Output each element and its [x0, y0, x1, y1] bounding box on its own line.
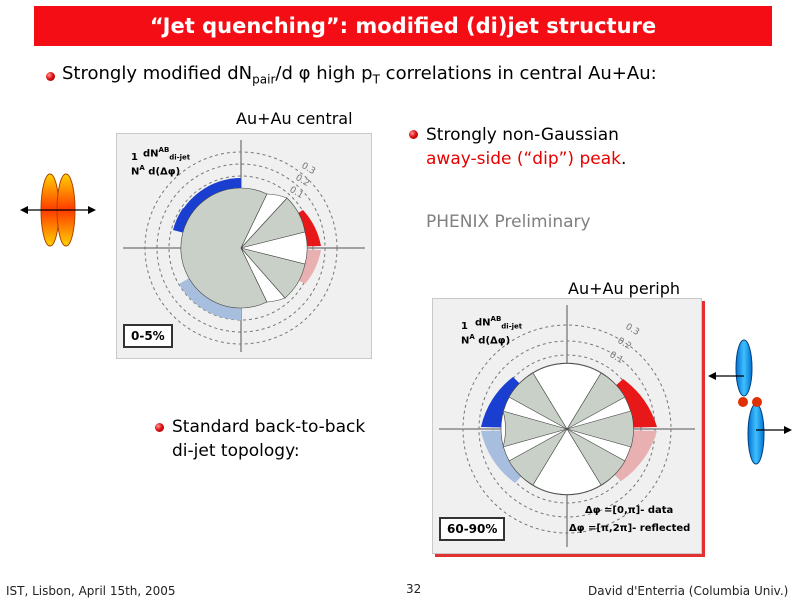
periph-y-dphi: d(Δφ)	[478, 335, 511, 347]
periph-legend-data: Δφ =[0,π]- data	[585, 505, 674, 516]
central-polar-plot	[123, 140, 365, 352]
slide-title: “Jet quenching”: modified (di)jet struct…	[34, 6, 772, 46]
standard-line-1: Standard back-to-back	[172, 417, 366, 437]
main-bullet-sub-pair: pair	[252, 72, 276, 87]
main-bullet-part-b: /d	[275, 63, 299, 84]
back-to-back-jet-icon	[708, 339, 792, 465]
page-number: 32	[406, 582, 422, 596]
central-y-label: 1 dNABdi-jet NA d(Δφ)	[131, 146, 190, 177]
phenix-preliminary: PHENIX Preliminary	[426, 212, 591, 232]
bullet-icon	[46, 72, 55, 81]
periph-label: Au+Au periph	[568, 279, 680, 298]
footer-author: David d'Enterria (Columbia Univ.)	[588, 584, 789, 598]
central-y-dn: dN	[143, 148, 159, 160]
periph-polar-plot	[439, 305, 695, 547]
quenched-jet-icon	[20, 173, 96, 247]
periph-polar-panel: 1 dNABdi-jet NA d(Δφ) 0.3 0.2 0.1 Δφ =[0…	[432, 298, 702, 554]
periph-legend-reflected: Δφ =[π,2π]- reflected	[569, 523, 691, 534]
periph-y-label: 1 dNABdi-jet NA d(Δφ)	[461, 315, 522, 346]
bullet-icon	[155, 423, 164, 432]
periph-y-ab: AB	[490, 315, 502, 323]
main-bullet-part-d: correlations in central Au+Au:	[379, 63, 657, 84]
periph-y-n: N	[461, 335, 470, 347]
central-y-dphi: d(Δφ)	[148, 166, 181, 178]
periph-y-dijet: di-jet	[501, 322, 523, 331]
periph-centrality-box: 60-90%	[439, 517, 506, 541]
central-centrality-box: 0-5%	[123, 324, 173, 348]
main-bullet-part-a: Strongly modified dN	[62, 63, 253, 84]
main-bullet-part-c: high p	[310, 63, 373, 84]
footer-venue: IST, Lisbon, April 15th, 2005	[6, 584, 176, 598]
main-bullet-text: Strongly modified dNpair/d φ high pT cor…	[62, 63, 657, 91]
main-bullet-sub-t: T	[372, 72, 380, 87]
standard-line-2: di-jet topology:	[172, 441, 300, 461]
periph-y-one: 1	[461, 321, 468, 332]
central-y-dijet: di-jet	[169, 153, 191, 162]
periph-y-na: A	[469, 333, 475, 341]
bullet-icon	[409, 130, 418, 139]
nongauss-line-1: Strongly non-Gaussian	[426, 125, 619, 145]
central-polar-panel: 1 dNABdi-jet NA d(Δφ) 0.3 0.2 0.1 0-5%	[116, 133, 372, 359]
period-text: .	[620, 149, 627, 169]
main-bullet-phi: φ	[298, 63, 311, 84]
periph-y-dn: dN	[475, 317, 491, 329]
central-y-na: A	[139, 164, 145, 172]
central-y-one: 1	[131, 152, 138, 163]
away-side-text: away-side (“dip”) peak	[426, 149, 621, 169]
central-label: Au+Au central	[236, 109, 353, 128]
central-y-ab: AB	[158, 146, 170, 154]
nongauss-line-2: away-side (“dip”) peak.	[426, 148, 626, 170]
central-y-n: N	[131, 166, 140, 178]
